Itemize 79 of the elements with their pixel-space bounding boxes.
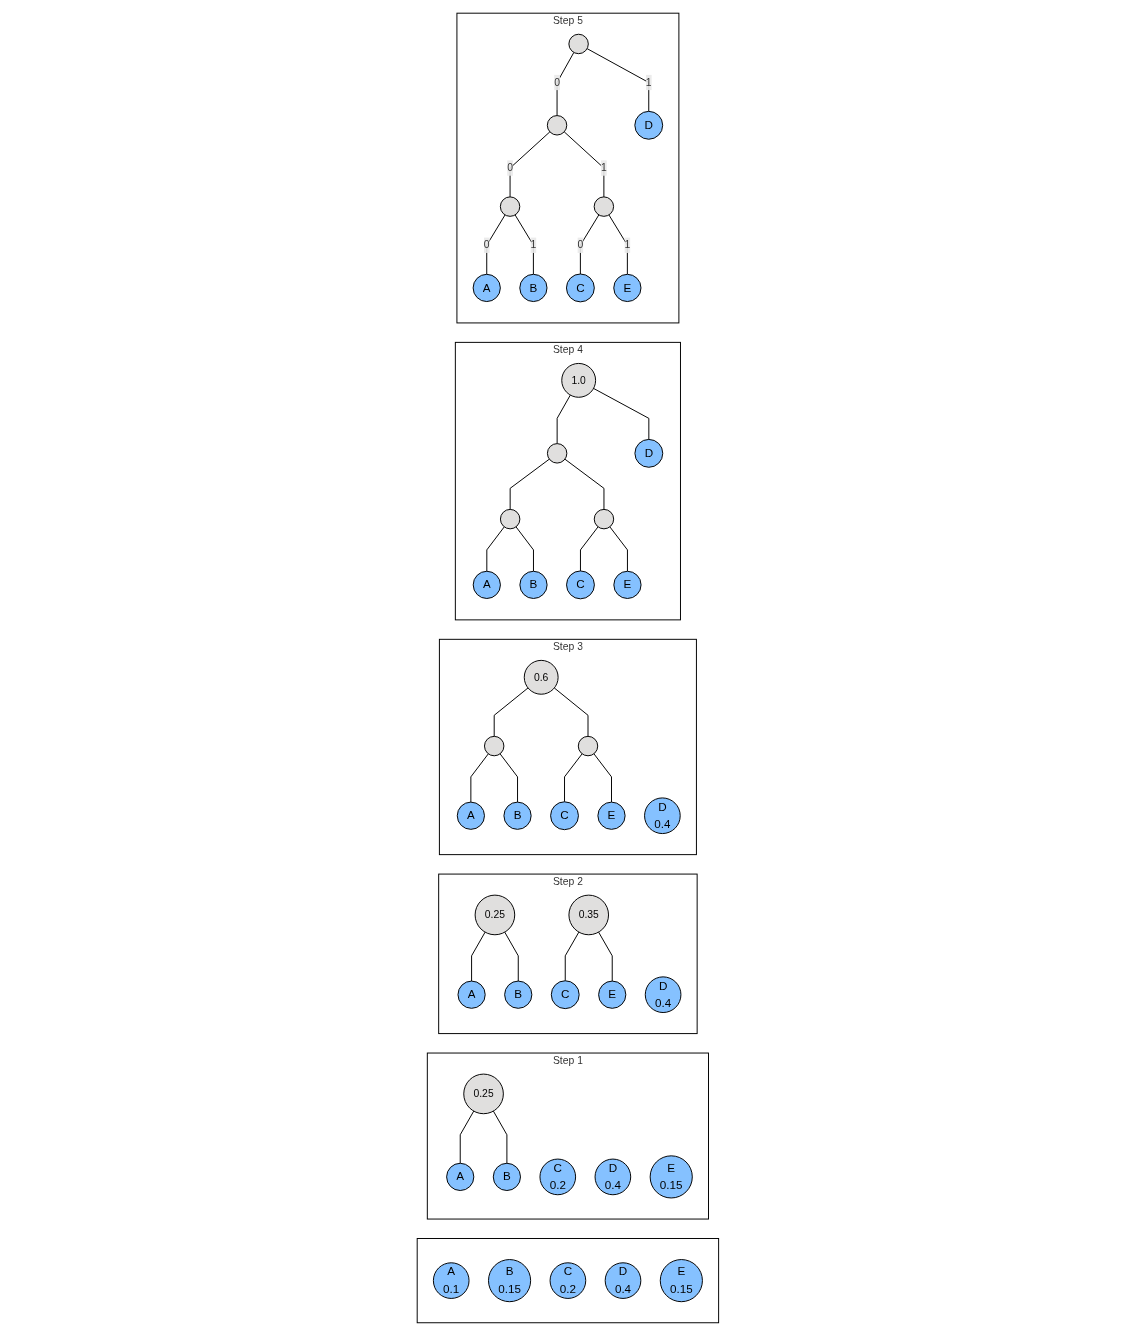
edge-label: 1 (645, 76, 652, 88)
edge-label: 1 (601, 161, 607, 173)
connector (471, 931, 486, 982)
node-circle: D 0.4 (644, 975, 682, 1013)
node-circle: 0.35 (568, 894, 610, 935)
connector (563, 130, 605, 197)
node-circle: C 0.2 (549, 1261, 587, 1299)
connector (504, 931, 519, 982)
node-circle (484, 735, 505, 756)
connector (564, 931, 580, 981)
node-circle (500, 508, 521, 529)
edge-label: 0 (507, 161, 514, 173)
node-circle: B 0.15 (488, 1258, 532, 1302)
node-circle: C (566, 570, 595, 599)
node-circle: D 0.4 (594, 1158, 632, 1195)
node-circle: B (503, 801, 532, 830)
node-circle: B (504, 980, 533, 1009)
node-circle: D 0.4 (644, 796, 681, 834)
node-circle: E (597, 801, 626, 830)
node-circle (568, 33, 589, 54)
connector (586, 47, 650, 112)
connector (580, 525, 599, 571)
connector (593, 387, 650, 440)
connector (509, 458, 550, 510)
node-circle: B (519, 570, 548, 599)
connector (493, 1110, 508, 1164)
edge-label: 0 (577, 238, 584, 250)
connector (515, 525, 535, 572)
node-circle: 1.0 (561, 362, 597, 398)
node-circle: A (472, 570, 501, 599)
connector (459, 1110, 475, 1164)
connector (593, 752, 613, 803)
connector (486, 525, 505, 572)
node-circle: A (457, 980, 486, 1009)
edge-label: 1 (624, 238, 631, 250)
node-circle (546, 114, 568, 136)
connector (598, 931, 613, 982)
node-circle (593, 195, 615, 217)
node-circle (547, 442, 568, 464)
node-circle: A (472, 273, 501, 302)
node-circle: A (446, 1162, 475, 1191)
node-circle: 0.25 (474, 894, 516, 935)
node-circle: D (634, 110, 664, 140)
node-circle: E (613, 273, 642, 302)
connector (564, 752, 583, 802)
node-circle: E (598, 980, 627, 1009)
node-circle: D 0.4 (604, 1261, 642, 1299)
node-circle (577, 735, 599, 756)
node-circle: D (634, 438, 664, 468)
edge-label: 1 (530, 238, 537, 250)
connector (470, 752, 489, 803)
node-circle: C (550, 979, 580, 1009)
node-circle (593, 508, 615, 529)
node-circle: B (519, 273, 548, 302)
connector (609, 525, 629, 572)
connector (509, 130, 551, 197)
connector (556, 394, 571, 444)
node-circle: E 0.15 (649, 1154, 693, 1198)
node-circle: B (492, 1162, 522, 1191)
edge-label: 0 (554, 76, 561, 88)
connector (556, 51, 575, 116)
connector (553, 687, 589, 737)
cluster (416, 1237, 720, 1323)
node-circle: E 0.15 (659, 1258, 703, 1302)
node-circle: 0.6 (523, 659, 559, 695)
node-circle (499, 195, 521, 217)
node-circle: A (456, 801, 486, 830)
node-circle: C 0.2 (539, 1158, 577, 1195)
connector (486, 213, 506, 275)
edge-label: 0 (483, 238, 490, 250)
node-circle: E (613, 570, 642, 599)
node-circle: C (550, 800, 580, 830)
node-circle: A 0.1 (433, 1261, 470, 1299)
connector (493, 687, 529, 737)
connector (499, 752, 519, 803)
connector (564, 458, 605, 510)
node-circle: C (566, 273, 595, 302)
connector (580, 213, 600, 275)
node-circle: 0.25 (463, 1073, 504, 1114)
